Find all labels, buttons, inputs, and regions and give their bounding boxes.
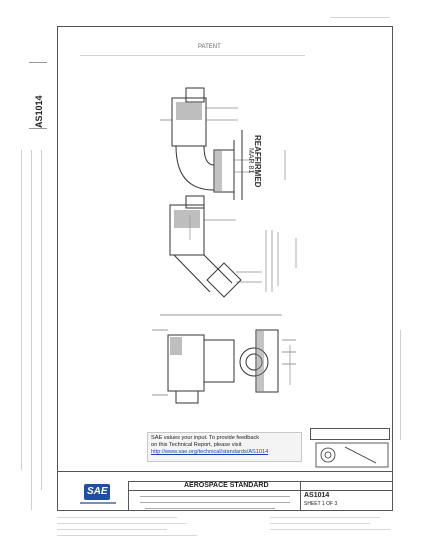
feedback-box: SAE values your input. To provide feedba… [147, 432, 302, 462]
title-block-header: AEROSPACE STANDARD [184, 482, 269, 489]
drawing-elbow-45-shading [174, 210, 200, 228]
top-label: PATENT [198, 44, 221, 50]
margin-text-block-2 [31, 150, 32, 510]
title-block-rule-2 [128, 490, 393, 491]
title-block-divider-left [128, 481, 129, 511]
drawing-straight [160, 314, 282, 404]
margin-text-block-1 [21, 150, 22, 470]
header-rule [330, 17, 390, 18]
copyright-line-2 [57, 523, 187, 524]
feedback-line-1: SAE values your input. To provide feedba… [151, 435, 260, 441]
detail-symbol [315, 442, 389, 468]
contact-line-3 [270, 529, 390, 530]
title-block-header-rule [128, 481, 393, 482]
drawing-frame [57, 26, 393, 511]
drawing-elbow-45 [169, 195, 242, 298]
drawing-elbow-90-leaders [160, 107, 258, 173]
title-block-sheet: SHEET 1 OF 3 [304, 501, 338, 507]
side-number-rule-1 [29, 62, 47, 63]
contact-line-2 [270, 523, 370, 524]
sae-logo-mark [84, 484, 110, 500]
sae-logo-text: SAE [87, 486, 108, 497]
feedback-line-2: on this Technical Report, please visit [151, 442, 242, 448]
title-text-line-2 [140, 502, 290, 503]
feedback-link[interactable]: http://www.sae.org/technical/standards/A… [151, 449, 269, 455]
small-label-cell [310, 428, 390, 440]
reaffirmed-stamp: REAFFIRMED [253, 135, 262, 188]
copyright-line-3 [57, 529, 167, 530]
drawing-straight-shading [170, 330, 264, 392]
sae-logo: SAE [76, 484, 120, 508]
side-number-rule-2 [29, 128, 47, 129]
right-margin-text [400, 330, 401, 440]
drawing-title-rule [80, 55, 305, 56]
margin-text-block-3 [41, 150, 42, 490]
title-block-number: AS1014 [304, 492, 330, 499]
drawing-elbow-90 [171, 87, 243, 200]
copyright-line-1 [57, 517, 177, 518]
title-text-line-1 [140, 496, 290, 497]
title-text-line-3 [145, 508, 275, 509]
sae-logo-tagline [80, 502, 116, 504]
title-block-divider-right [300, 481, 301, 511]
drawing-elbow-90-shading [176, 102, 222, 192]
title-block-top [57, 471, 393, 472]
copyright-line-4 [57, 535, 197, 536]
notes-text-blocks [189, 150, 297, 385]
contact-line-1 [270, 517, 380, 518]
drawing-elbow-45-leaders [204, 219, 262, 283]
drawing-straight-leaders [152, 329, 296, 396]
reaffirmed-date: MAR 81 [247, 148, 254, 174]
